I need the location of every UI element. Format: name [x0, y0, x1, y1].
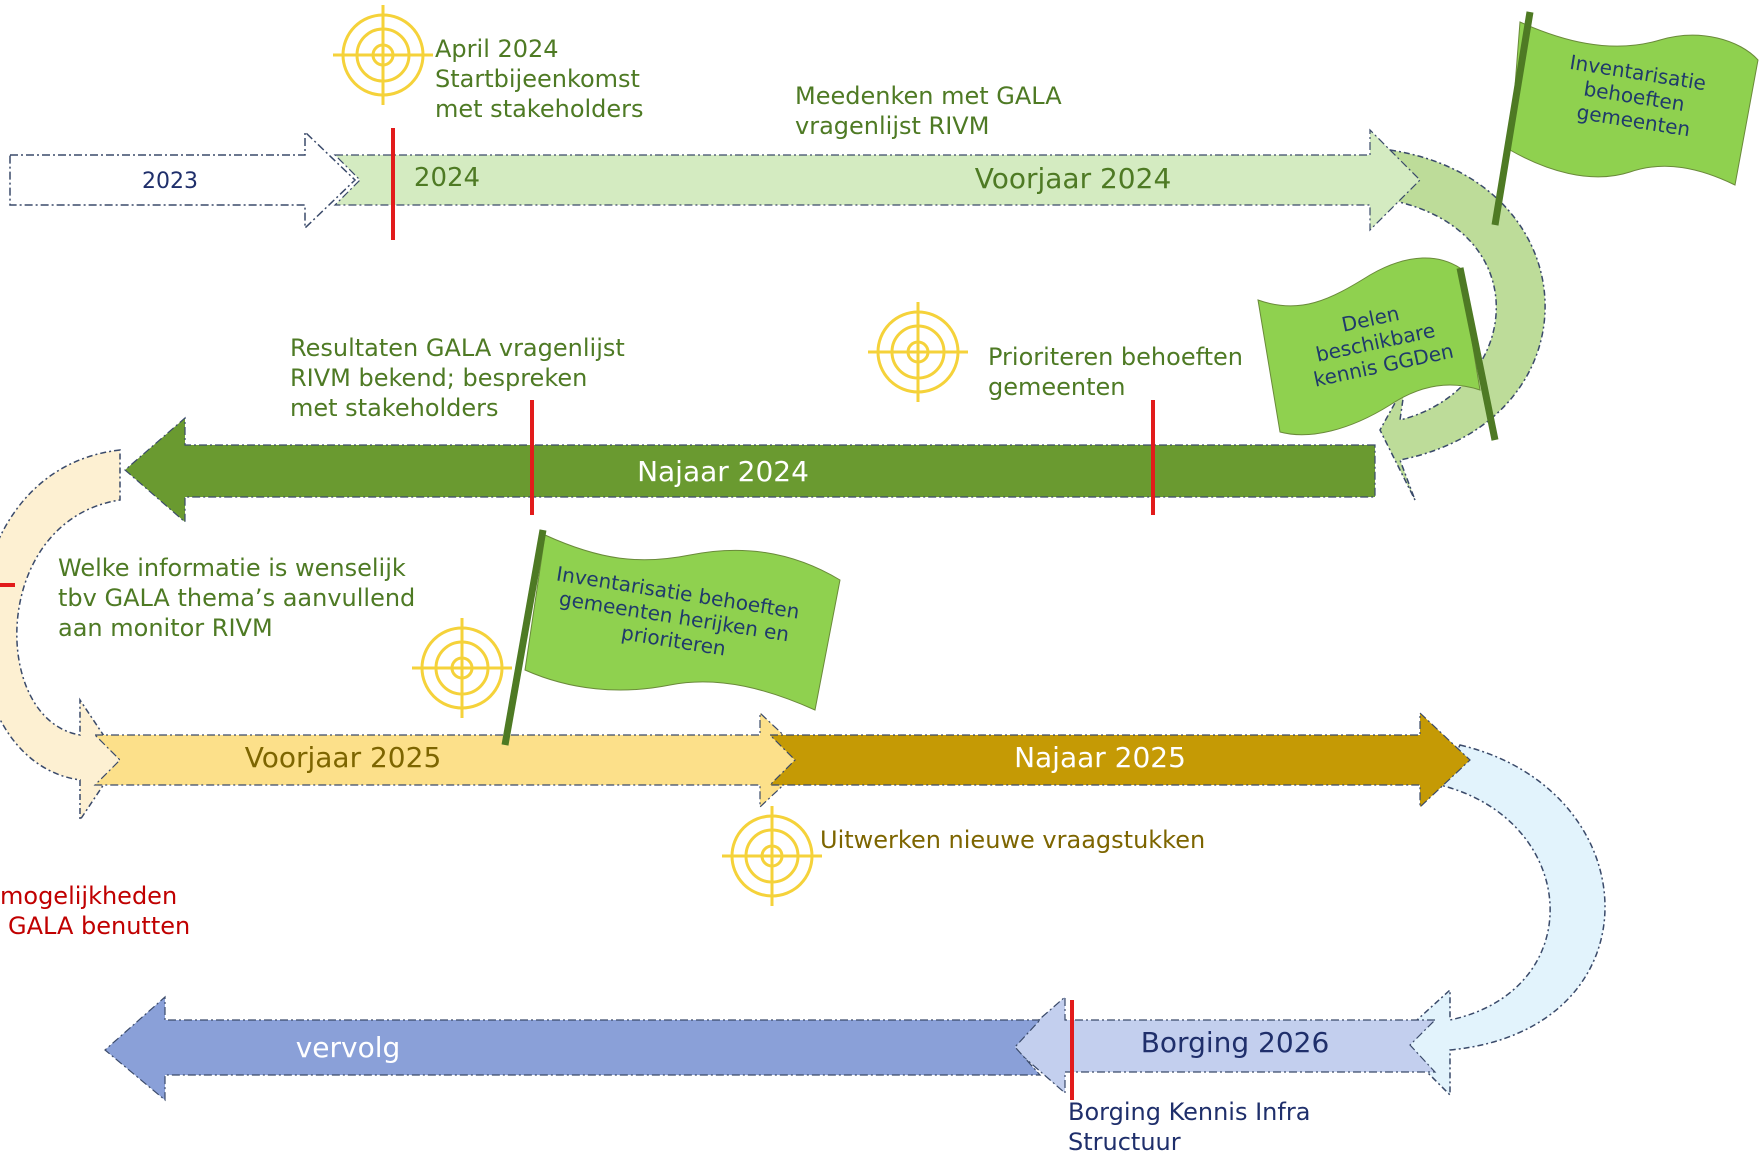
results-text: Resultaten GALA vragenlijst RIVM bekend;…	[290, 334, 632, 422]
label-borging-2026: Borging 2026	[1141, 1026, 1330, 1059]
curve-row3-to-row4	[1393, 744, 1606, 1097]
curve-row1-to-row2	[1379, 149, 1546, 501]
arrow-vervolg	[104, 995, 1042, 1102]
arrow-2023	[9, 130, 357, 230]
label-2024: 2024	[414, 163, 480, 193]
prioritize-text: Prioriteren behoeften gemeenten	[988, 343, 1251, 401]
flag-inventarisatie: Inventarisatie behoeften gemeenten	[1491, 11, 1759, 226]
flag-herijken: Inventarisatie behoeften gemeenten herij…	[501, 529, 841, 746]
borging-infra-text: Borging Kennis Infra Structuur	[1068, 1098, 1318, 1152]
target-icon	[722, 806, 822, 906]
label-najaar-2025: Najaar 2025	[1014, 741, 1186, 774]
arrow-voorjaar-2024	[333, 128, 1421, 232]
flag-delen-kennis: Delen beschikbare kennis GGDen	[1257, 257, 1499, 441]
label-voorjaar-2024: Voorjaar 2024	[975, 162, 1172, 195]
arrow-najaar-2025	[768, 711, 1471, 809]
label-2023: 2023	[142, 169, 198, 194]
label-vervolg: vervolg	[296, 1031, 401, 1064]
target-icon	[412, 618, 512, 718]
target-icon	[868, 302, 968, 402]
flag-inventarisatie-text: Inventarisatie behoeften gemeenten	[1561, 50, 1715, 144]
curve-row2-to-row3	[0, 449, 121, 823]
arrow-borging-2026	[1009, 995, 1437, 1095]
arrow-voorjaar-2025	[93, 711, 811, 809]
question-text: Welke informatie is wenselijk tbv GALA t…	[58, 554, 423, 642]
arrow-najaar-2024	[124, 416, 1376, 524]
label-najaar-2024: Najaar 2024	[637, 455, 809, 488]
target-icon	[333, 5, 433, 105]
label-voorjaar-2025: Voorjaar 2025	[245, 741, 442, 774]
milestone-april-2024-text: April 2024 Startbijeenkomst met stakehol…	[435, 35, 648, 123]
elaborate-text: Uitwerken nieuwe vraagstukken	[820, 826, 1205, 854]
activity-gala-text: Meedenken met GALA vragenlijst RIVM	[795, 82, 1069, 140]
possibilities-text: mogelijkheden GALA benutten	[0, 882, 190, 940]
